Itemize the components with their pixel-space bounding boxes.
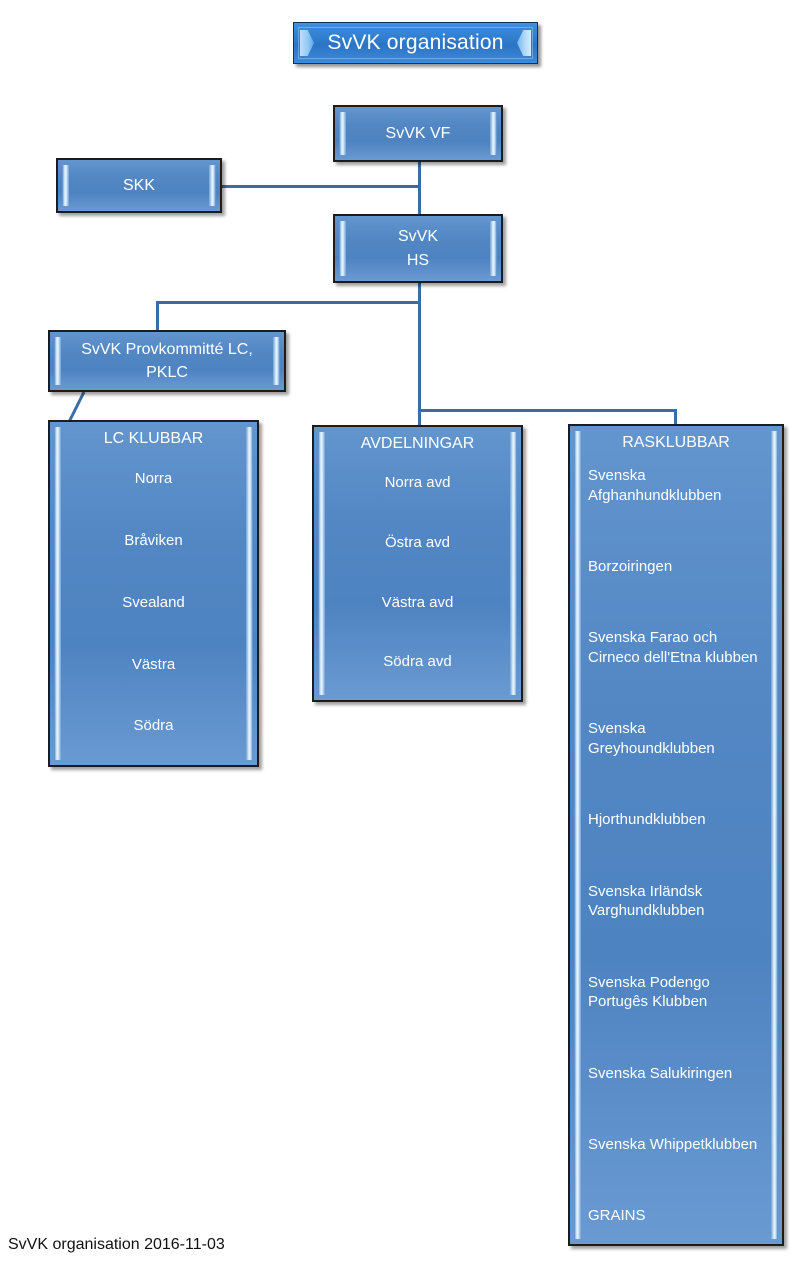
node-body: SvVK Provkommitté LC, PKLC [50,332,284,390]
title-banner: SvVK organisation [293,22,538,64]
node-label-svvk-hs-line1: SvVK [397,228,438,246]
connector-to-avdelningar [418,409,421,426]
group-item-list: Norra avd Östra avd Västra avd Södra avd [332,453,503,692]
banner-right-chevron-icon [517,30,531,56]
list-item[interactable]: Svenska Afghanhundklubben [588,467,722,504]
node-svvk-vf[interactable]: SvVK VF [333,105,503,162]
list-item[interactable]: Södra [133,717,174,735]
list-item[interactable]: Hjorthundklubben [588,811,706,829]
list-item[interactable]: Norra avd [384,474,451,492]
banner-left-chevron-icon [300,30,314,56]
connector-skk-to-trunk [222,185,421,188]
node-label-pklc-line1: SvVK Provkommitté LC, [81,340,253,358]
list-item[interactable]: GRAINS [588,1207,646,1225]
node-label-svvk-vf: SvVK VF [385,124,451,142]
connector-hs-trunk [418,283,421,418]
connector-pklc-to-lc-klubbar [66,391,86,425]
group-item-list: Norra Bråviken Svealand Västra Södra [68,448,239,757]
node-body: SKK [58,160,220,211]
list-item[interactable]: Svealand [122,593,185,611]
list-item[interactable]: Svenska Greyhoundklubben [588,720,715,757]
list-item[interactable]: Östra avd [384,533,451,551]
connector-vf-to-hs [418,162,421,214]
list-item[interactable]: Västra avd [381,593,454,611]
node-label-pklc-line2: PKLC [146,364,188,381]
node-pklc[interactable]: SvVK Provkommitté LC, PKLC [48,330,286,392]
list-item[interactable]: Svenska Farao och Cirneco dell'Etna klub… [588,629,758,666]
connector-hs-to-pklc-horizontal [156,301,421,304]
node-body: AVDELNINGAR Norra avd Östra avd Västra a… [314,427,521,700]
node-skk[interactable]: SKK [56,158,222,213]
group-item-list: Svenska Afghanhundklubben Borzoiringen S… [588,452,764,1236]
group-title-avdelningar: AVDELNINGAR [360,435,475,452]
node-label-svvk-hs-line2: HS [406,251,430,269]
list-item[interactable]: Svenska Salukiringen [588,1064,733,1082]
list-item[interactable]: Västra [131,655,176,673]
group-avdelningar[interactable]: AVDELNINGAR Norra avd Östra avd Västra a… [312,425,523,702]
list-item[interactable]: Södra avd [383,653,452,671]
node-body: LC KLUBBAR Norra Bråviken Svealand Västr… [50,422,257,765]
list-item[interactable]: Norra [134,470,173,488]
list-item[interactable]: Bråviken [124,531,183,549]
group-rasklubbar[interactable]: RASKLUBBAR Svenska Afghanhundklubben Bor… [568,424,784,1246]
connector-lower-branch-bar [418,409,677,412]
node-body: RASKLUBBAR Svenska Afghanhundklubben Bor… [570,426,782,1244]
node-svvk-hs[interactable]: SvVK HS [333,214,503,283]
group-title-lc-klubbar: LC KLUBBAR [103,430,204,447]
banner-title: SvVK organisation [327,31,504,54]
node-body: SvVK HS [335,216,501,281]
footer-caption: SvVK organisation 2016-11-03 [8,1236,225,1253]
connector-to-rasklubbar [674,409,677,435]
list-item[interactable]: Svenska Podengo Portugês Klubben [588,973,710,1011]
banner-inner-border [298,27,533,59]
connector-hs-to-pklc-vertical [156,301,159,330]
group-title-rasklubbar: RASKLUBBAR [622,434,730,451]
list-item[interactable]: Svenska Whippetklubben [588,1136,758,1153]
node-body: SvVK VF [335,107,501,160]
list-item[interactable]: Svenska Irländsk Varghundklubben [588,882,705,920]
node-label-skk: SKK [122,176,155,194]
list-item[interactable]: Borzoiringen [588,557,673,575]
group-lc-klubbar[interactable]: LC KLUBBAR Norra Bråviken Svealand Västr… [48,420,259,767]
